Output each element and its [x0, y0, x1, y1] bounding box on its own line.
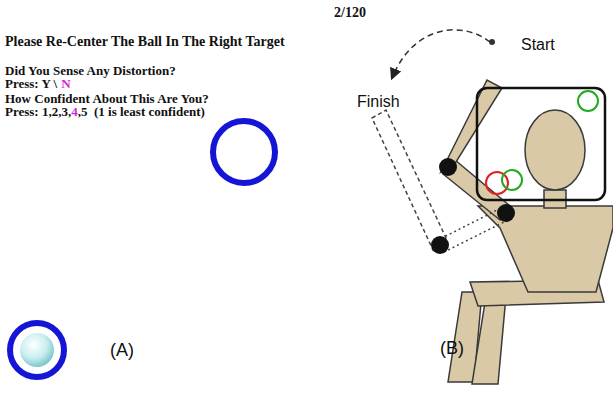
elbow-joint — [439, 158, 457, 176]
target-ring — [213, 121, 275, 183]
response-keys: Press: Y \ — [5, 77, 57, 91]
response-keys: Press: 1,2,3, — [5, 105, 71, 119]
trial-counter: 2/120 — [334, 5, 366, 20]
start-ring — [10, 323, 64, 377]
position-label: Finish — [357, 93, 400, 111]
shoulder-joint — [497, 204, 515, 222]
display-target — [502, 170, 522, 190]
lower-leg — [472, 296, 506, 384]
elbow-joint — [431, 236, 449, 254]
panel-label: (A) — [110, 341, 134, 361]
display-target — [486, 172, 508, 194]
panel-label: (B) — [440, 339, 464, 359]
selected-key: 4 — [71, 105, 78, 119]
response-keys: ,5 (1 is least confident) — [78, 105, 205, 119]
head — [525, 110, 585, 190]
seated-figure — [441, 80, 613, 384]
motion-arrow — [392, 30, 490, 78]
selected-key: N — [61, 77, 70, 91]
position-label: Start — [521, 36, 555, 54]
display-target — [578, 91, 598, 111]
finish-upper-arm — [442, 206, 505, 238]
head-mounted-display — [477, 88, 605, 200]
finish-upper-arm — [444, 220, 508, 252]
finish-forearm — [372, 110, 447, 250]
instruction-text: Please Re-Center The Ball In The Right T… — [5, 34, 285, 49]
ball — [20, 333, 54, 367]
forearm — [441, 80, 502, 172]
